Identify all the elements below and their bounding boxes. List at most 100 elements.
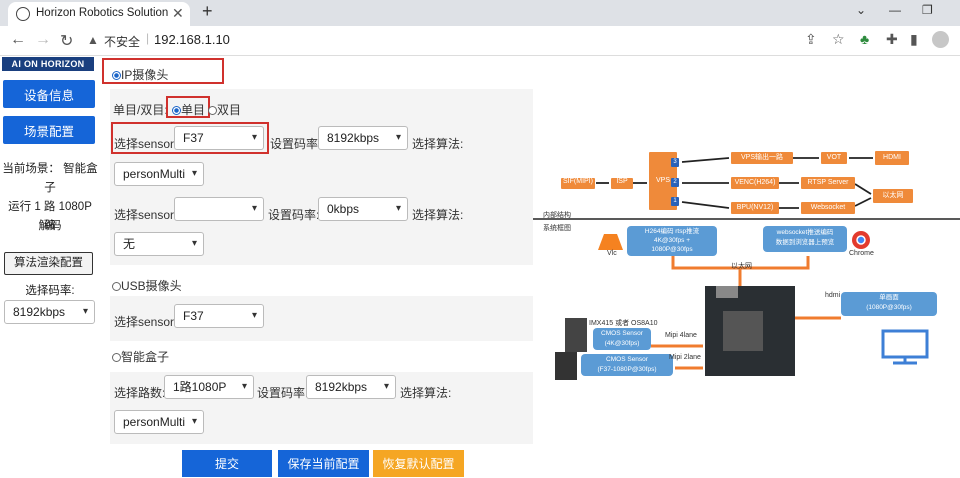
bpu-box: BPU(NV12) xyxy=(731,202,779,214)
channels-select[interactable]: 1路1080P▾ xyxy=(164,375,254,399)
scene-config-button[interactable]: 场景配置 xyxy=(3,116,95,144)
diagram-arrows xyxy=(533,157,960,380)
bookmark-star-icon[interactable]: ☆ xyxy=(832,31,845,47)
sidebar-bitrate-select[interactable]: 8192kbps▾ xyxy=(4,300,95,324)
isp-box: ISP xyxy=(611,178,633,189)
internal-structure-label: 内部结构 xyxy=(543,212,571,219)
vps-port-3: 3 xyxy=(671,158,679,167)
smart-box-option[interactable]: 智能盒子 xyxy=(112,348,169,365)
vlc-label: Vlc xyxy=(607,250,617,257)
usb-camera-radio[interactable] xyxy=(112,282,121,292)
minimize-icon[interactable]: — xyxy=(889,3,901,17)
vot-box: VOT xyxy=(821,152,847,164)
render-config-button[interactable]: 算法渲染配置 xyxy=(4,252,93,275)
cmos-sensor-f37-box: CMOS Sensor (F37-1080P@30fps) xyxy=(581,354,673,376)
smart-bitrate-select[interactable]: 8192kbps▾ xyxy=(306,375,396,399)
smart-box-radio[interactable] xyxy=(112,353,121,363)
system-diagram-label: 系统框图 xyxy=(543,225,571,232)
sensor-label-1: 选择sensor: xyxy=(114,137,178,151)
bitrate-select-1[interactable]: 8192kbps▾ xyxy=(318,126,408,150)
sidebar-bitrate-label: 选择码率: xyxy=(25,285,75,297)
tab-title: Horizon Robotics Solutions De xyxy=(36,7,168,19)
h264-stream-box: H264编码 rtsp推流 4K@30fps + 1080P@30fps xyxy=(627,226,717,256)
bitrate-label-1: 设置码率: xyxy=(270,137,322,151)
chevron-down-icon: ▾ xyxy=(383,381,389,392)
address-bar[interactable]: 192.168.1.10 xyxy=(154,32,230,47)
mipi-2lane-label: Mipi 2lane xyxy=(669,354,701,361)
avatar[interactable] xyxy=(932,31,949,48)
smart-bitrate-label: 设置码率: xyxy=(257,386,309,400)
chevron-down-icon: ▾ xyxy=(251,132,257,143)
sidepanel-icon[interactable]: ▮ xyxy=(910,31,918,47)
algo-label-1: 选择算法: xyxy=(412,137,464,151)
evernote-icon[interactable]: ♣ xyxy=(860,31,870,47)
venc-box: VENC(H264) xyxy=(731,177,779,189)
mono-label: 单目 xyxy=(181,103,206,117)
globe-icon xyxy=(16,7,30,21)
stereo-option[interactable]: 双目 xyxy=(208,101,241,118)
back-icon[interactable]: ← xyxy=(10,31,26,48)
share-icon[interactable]: ⇪ xyxy=(805,31,817,47)
websocket-box: Websocket xyxy=(801,202,855,214)
smart-box-title: 智能盒子 xyxy=(121,350,170,364)
mipi-4lane-label: Mipi 4lane xyxy=(665,332,697,339)
warning-icon: ▲ xyxy=(87,33,99,47)
reload-icon[interactable]: ↻ xyxy=(60,33,74,50)
usb-sensor-select[interactable]: F37▾ xyxy=(174,304,264,328)
chevron-down-icon: ▾ xyxy=(191,168,197,179)
extensions-icon[interactable]: ✚ xyxy=(886,31,898,47)
smart-algo-select[interactable]: personMulti▾ xyxy=(114,410,204,434)
vps-port-1: 1 xyxy=(671,197,679,206)
sensor-select-2[interactable]: ▾ xyxy=(174,197,264,221)
sensor-select-1[interactable]: F37▾ xyxy=(174,126,264,150)
usb-camera-title: USB摄像头 xyxy=(121,279,182,293)
sif-box: SIF(MIPI) xyxy=(561,178,595,189)
restore-icon[interactable]: ❐ xyxy=(922,3,933,17)
forward-icon[interactable]: → xyxy=(35,31,51,48)
browser-tab[interactable]: Horizon Robotics Solutions De ✕ xyxy=(8,2,190,26)
algo-select-2[interactable]: 无▾ xyxy=(114,232,204,256)
chevron-down-icon: ▾ xyxy=(82,306,88,317)
restore-default-button[interactable]: 恢复默认配置 xyxy=(373,450,464,477)
chevron-down-icon: ▾ xyxy=(191,416,197,427)
ip-camera-title: IP摄像头 xyxy=(121,68,169,82)
sensor-highlight xyxy=(111,122,269,154)
imx-sensor-label: IMX415 或者 OS8A10 xyxy=(589,320,658,327)
ethernet-label: 以太网 xyxy=(731,263,752,270)
new-tab-icon[interactable]: + xyxy=(202,1,213,21)
channels-label: 选择路数: xyxy=(114,386,166,400)
submit-button[interactable]: 提交 xyxy=(182,450,272,477)
smart-algo-label: 选择算法: xyxy=(400,386,452,400)
insecure-label: 不安全 xyxy=(104,35,141,49)
scene-status-line3: 运行 1 路 1080P 编 xyxy=(8,201,92,232)
chevron-down-icon[interactable]: ⌄ xyxy=(856,3,867,17)
usb-camera-option[interactable]: USB摄像头 xyxy=(112,277,182,294)
chevron-down-icon: ▾ xyxy=(191,238,197,249)
mono-stereo-label: 单目/双目: xyxy=(113,103,168,117)
stereo-label: 双目 xyxy=(217,103,242,117)
algo-label-2: 选择算法: xyxy=(412,208,464,222)
chevron-down-icon: ▾ xyxy=(241,381,247,392)
ip-camera-radio[interactable] xyxy=(112,71,121,81)
ip-camera-option[interactable]: IP摄像头 xyxy=(112,66,168,83)
bitrate-label-2: 设置码率: xyxy=(268,208,320,222)
device-info-button[interactable]: 设备信息 xyxy=(3,80,95,108)
hdmi-label: hdmi xyxy=(825,292,841,299)
rtsp-box: RTSP Server xyxy=(801,177,855,189)
address-separator: | xyxy=(146,31,150,45)
save-config-button[interactable]: 保存当前配置 xyxy=(278,450,369,477)
single-screen-box: 单画面 (1080P@30fps) xyxy=(841,292,937,316)
mono-radio[interactable] xyxy=(172,106,181,116)
sensor-label-2: 选择sensor: xyxy=(114,208,178,222)
websocket-preview-box: websocket推送编码 数据到浏览器上预览 xyxy=(763,226,847,252)
scene-status-line2: 子 xyxy=(44,182,56,194)
browser-toolbar: ← → ↻ ▲ 不安全 | 192.168.1.10 ⇪ ☆ ♣ ✚ ▮ xyxy=(0,26,960,56)
close-icon[interactable]: ✕ xyxy=(172,5,184,21)
mono-option[interactable]: 单目 xyxy=(172,101,205,118)
cmos-sensor-4k-box: CMOS Sensor (4K@30fps) xyxy=(593,328,651,350)
bitrate-select-2[interactable]: 0kbps▾ xyxy=(318,197,408,221)
stereo-radio[interactable] xyxy=(208,106,217,116)
vps-port-2: 2 xyxy=(671,178,679,187)
algo-select-1[interactable]: personMulti▾ xyxy=(114,162,204,186)
chevron-down-icon: ▾ xyxy=(395,203,401,214)
